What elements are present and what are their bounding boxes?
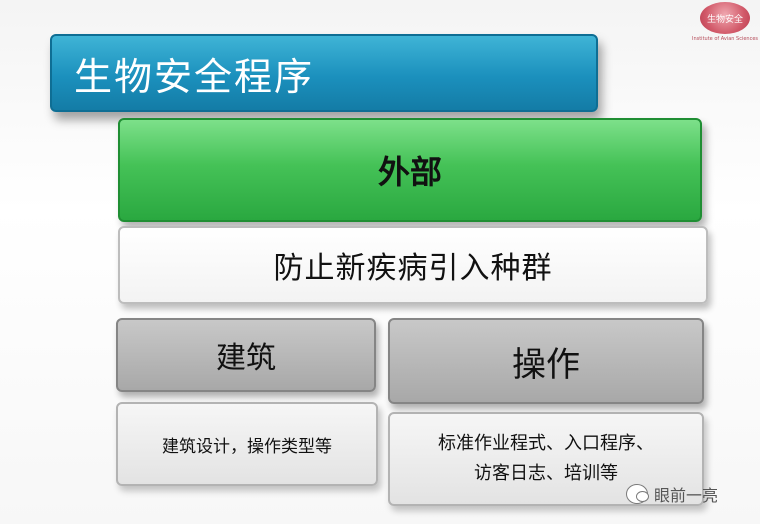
building-detail-box: 建筑设计，操作类型等 <box>116 402 378 486</box>
watermark-text: 眼前一亮 <box>654 486 719 505</box>
logo-subtext: Institute of Avian Sciences <box>691 36 759 42</box>
external-box: 外部 <box>118 118 702 222</box>
prevent-disease-box: 防止新疾病引入种群 <box>118 226 708 304</box>
operation-detail-line2: 访客日志、培训等 <box>474 463 618 484</box>
logo-badge: 生物安全 <box>700 2 750 34</box>
watermark: 眼前一亮 <box>626 482 718 506</box>
building-box: 建筑 <box>116 318 376 392</box>
logo: 生物安全 Institute of Avian Sciences <box>691 2 759 50</box>
slide-title: 生物安全程序 <box>50 34 598 112</box>
wechat-icon <box>626 484 649 504</box>
operation-box: 操作 <box>388 318 704 404</box>
operation-detail-line1: 标准作业程式、入口程序、 <box>438 433 654 454</box>
operation-detail-box: 标准作业程式、入口程序、 访客日志、培训等 <box>388 412 704 506</box>
